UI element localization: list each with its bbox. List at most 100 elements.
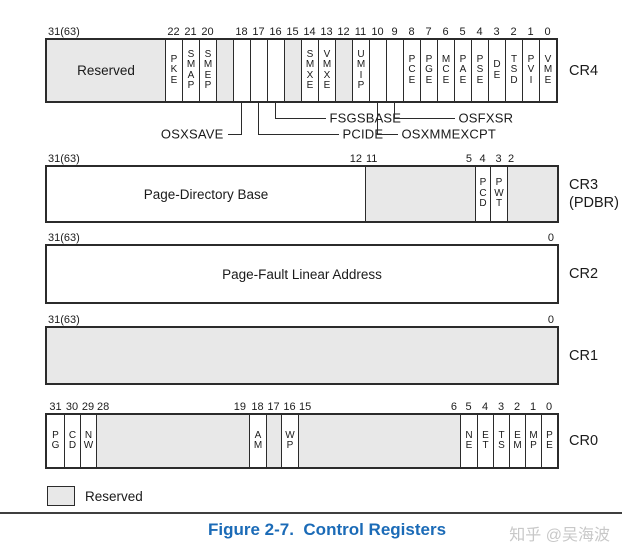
callout-line (376, 103, 379, 135)
register-name-line: CR4 (569, 62, 599, 79)
bit-number: 19 (233, 401, 246, 413)
bit-field-label: T S D (510, 53, 518, 86)
bit-field-pke: P K E (165, 40, 182, 101)
bit-number: 4 (476, 26, 483, 38)
bit-field-label: N E (465, 429, 473, 451)
reserved-field (369, 40, 386, 101)
bit-number: 31 (49, 401, 62, 413)
bit-number: 9 (391, 26, 398, 38)
bit-number: 5 (465, 153, 472, 165)
bit-number: 31(63) (48, 153, 80, 165)
figure-caption: Figure 2-7. Control Registers (208, 520, 447, 539)
bit-number: 5 (459, 26, 466, 38)
legend-reserved-swatch (47, 486, 75, 506)
bit-field-label: P C D (479, 177, 487, 210)
bit-number: 17 (252, 26, 265, 38)
callout-label-osxmmexcpt: OSXMMEXCPT (401, 126, 496, 142)
register-name-line: CR3 (569, 177, 599, 193)
bit-number: 5 (465, 401, 472, 413)
bit-number: 10 (371, 26, 384, 38)
bit-field-pg: P G (47, 415, 64, 467)
bit-number: 31(63) (47, 26, 165, 38)
bit-field-label: M P (529, 429, 538, 451)
bit-field-label: S M E P (203, 48, 213, 91)
field-label: Reserved (77, 63, 135, 78)
bit-number: 15 (299, 401, 312, 413)
bit-number: 30 (65, 401, 79, 413)
callout-label-osxsave: OSXSAVE (160, 126, 224, 142)
bit-field-nw: N W (80, 415, 96, 467)
bit-number: 2 (508, 153, 515, 165)
bit-field-mp: M P (525, 415, 541, 467)
bit-field-label: P G (51, 429, 60, 451)
bit-number: 12 (337, 26, 350, 38)
bit-number: 28 19 (96, 401, 249, 413)
bit-number: 12 (349, 153, 362, 165)
bit-number: 31(63) (48, 232, 80, 244)
bit-number: 11 (366, 153, 378, 165)
bit-field-vme: V M E (539, 40, 556, 101)
bit-field-label: E T (482, 429, 489, 451)
watermark-zhihu: 知乎 @吴海波 (509, 527, 610, 544)
bit-field-umip: U M I P (352, 40, 369, 101)
bit-field-label: P K E (170, 53, 178, 86)
bit-number: 16 (269, 26, 282, 38)
bit-field-smap: S M A P (182, 40, 199, 101)
reserved-field (284, 40, 301, 101)
field-reserved: Reserved (47, 40, 165, 101)
bit-number: 31(63)0 (47, 232, 557, 244)
bit-number: 1 (527, 26, 534, 38)
bit-number: 28 (97, 401, 110, 413)
bit-field-label: U M I P (356, 48, 366, 91)
bit-field-label: P S E (476, 53, 484, 86)
bit-field-et: E T (477, 415, 493, 467)
register-name-line: CR1 (569, 347, 599, 364)
reserved-field (96, 415, 249, 467)
bit-field-label: P C E (408, 53, 416, 86)
bit-field-label: P A E (459, 53, 467, 86)
bit-field-label: P V I (527, 53, 535, 86)
bit-field-vmxe: V M X E (318, 40, 335, 101)
reserved-field (507, 167, 557, 221)
bit-number: 2 (510, 26, 517, 38)
callout-label-fsgsbase: FSGSBASE (329, 110, 402, 126)
field-page-fault-linear-address: Page-Fault Linear Address (47, 246, 557, 302)
reserved-field (335, 40, 352, 101)
bit-number: 16 (283, 401, 296, 413)
bit-field-pcd: P C D (475, 167, 490, 221)
reserved-field (386, 40, 403, 101)
bit-field-label: C D (68, 429, 77, 451)
bit-number: 31(63) 12 (47, 153, 365, 165)
reserved-field (250, 40, 267, 101)
bit-field-mce: M C E (437, 40, 454, 101)
bit-field-wp: W P (281, 415, 298, 467)
callout-line (377, 133, 398, 135)
bit-number: 31(63)0 (47, 314, 557, 326)
bit-field-smep: S M E P (199, 40, 216, 101)
bit-field-ts: T S (493, 415, 509, 467)
bit-field-label: E M (513, 429, 522, 451)
bit-number: 6 (450, 401, 457, 413)
bit-number: 7 (425, 26, 432, 38)
bit-field-pae: P A E (454, 40, 471, 101)
bit-field-pe: P E (541, 415, 557, 467)
bit-field-pge: P G E (420, 40, 437, 101)
bit-field-smxe: S M X E (301, 40, 318, 101)
field-label: Page-Fault Linear Address (222, 266, 382, 282)
reserved-field (365, 167, 475, 221)
bit-number: 29 (81, 401, 95, 413)
bit-number: 8 (408, 26, 415, 38)
reserved-field (267, 40, 284, 101)
callout-line (394, 117, 455, 119)
bit-number: 14 (303, 26, 316, 38)
bit-number: 11 5 (365, 153, 475, 165)
caption-divider-line (0, 512, 622, 514)
register-name-cr1: CR1 (569, 326, 598, 385)
